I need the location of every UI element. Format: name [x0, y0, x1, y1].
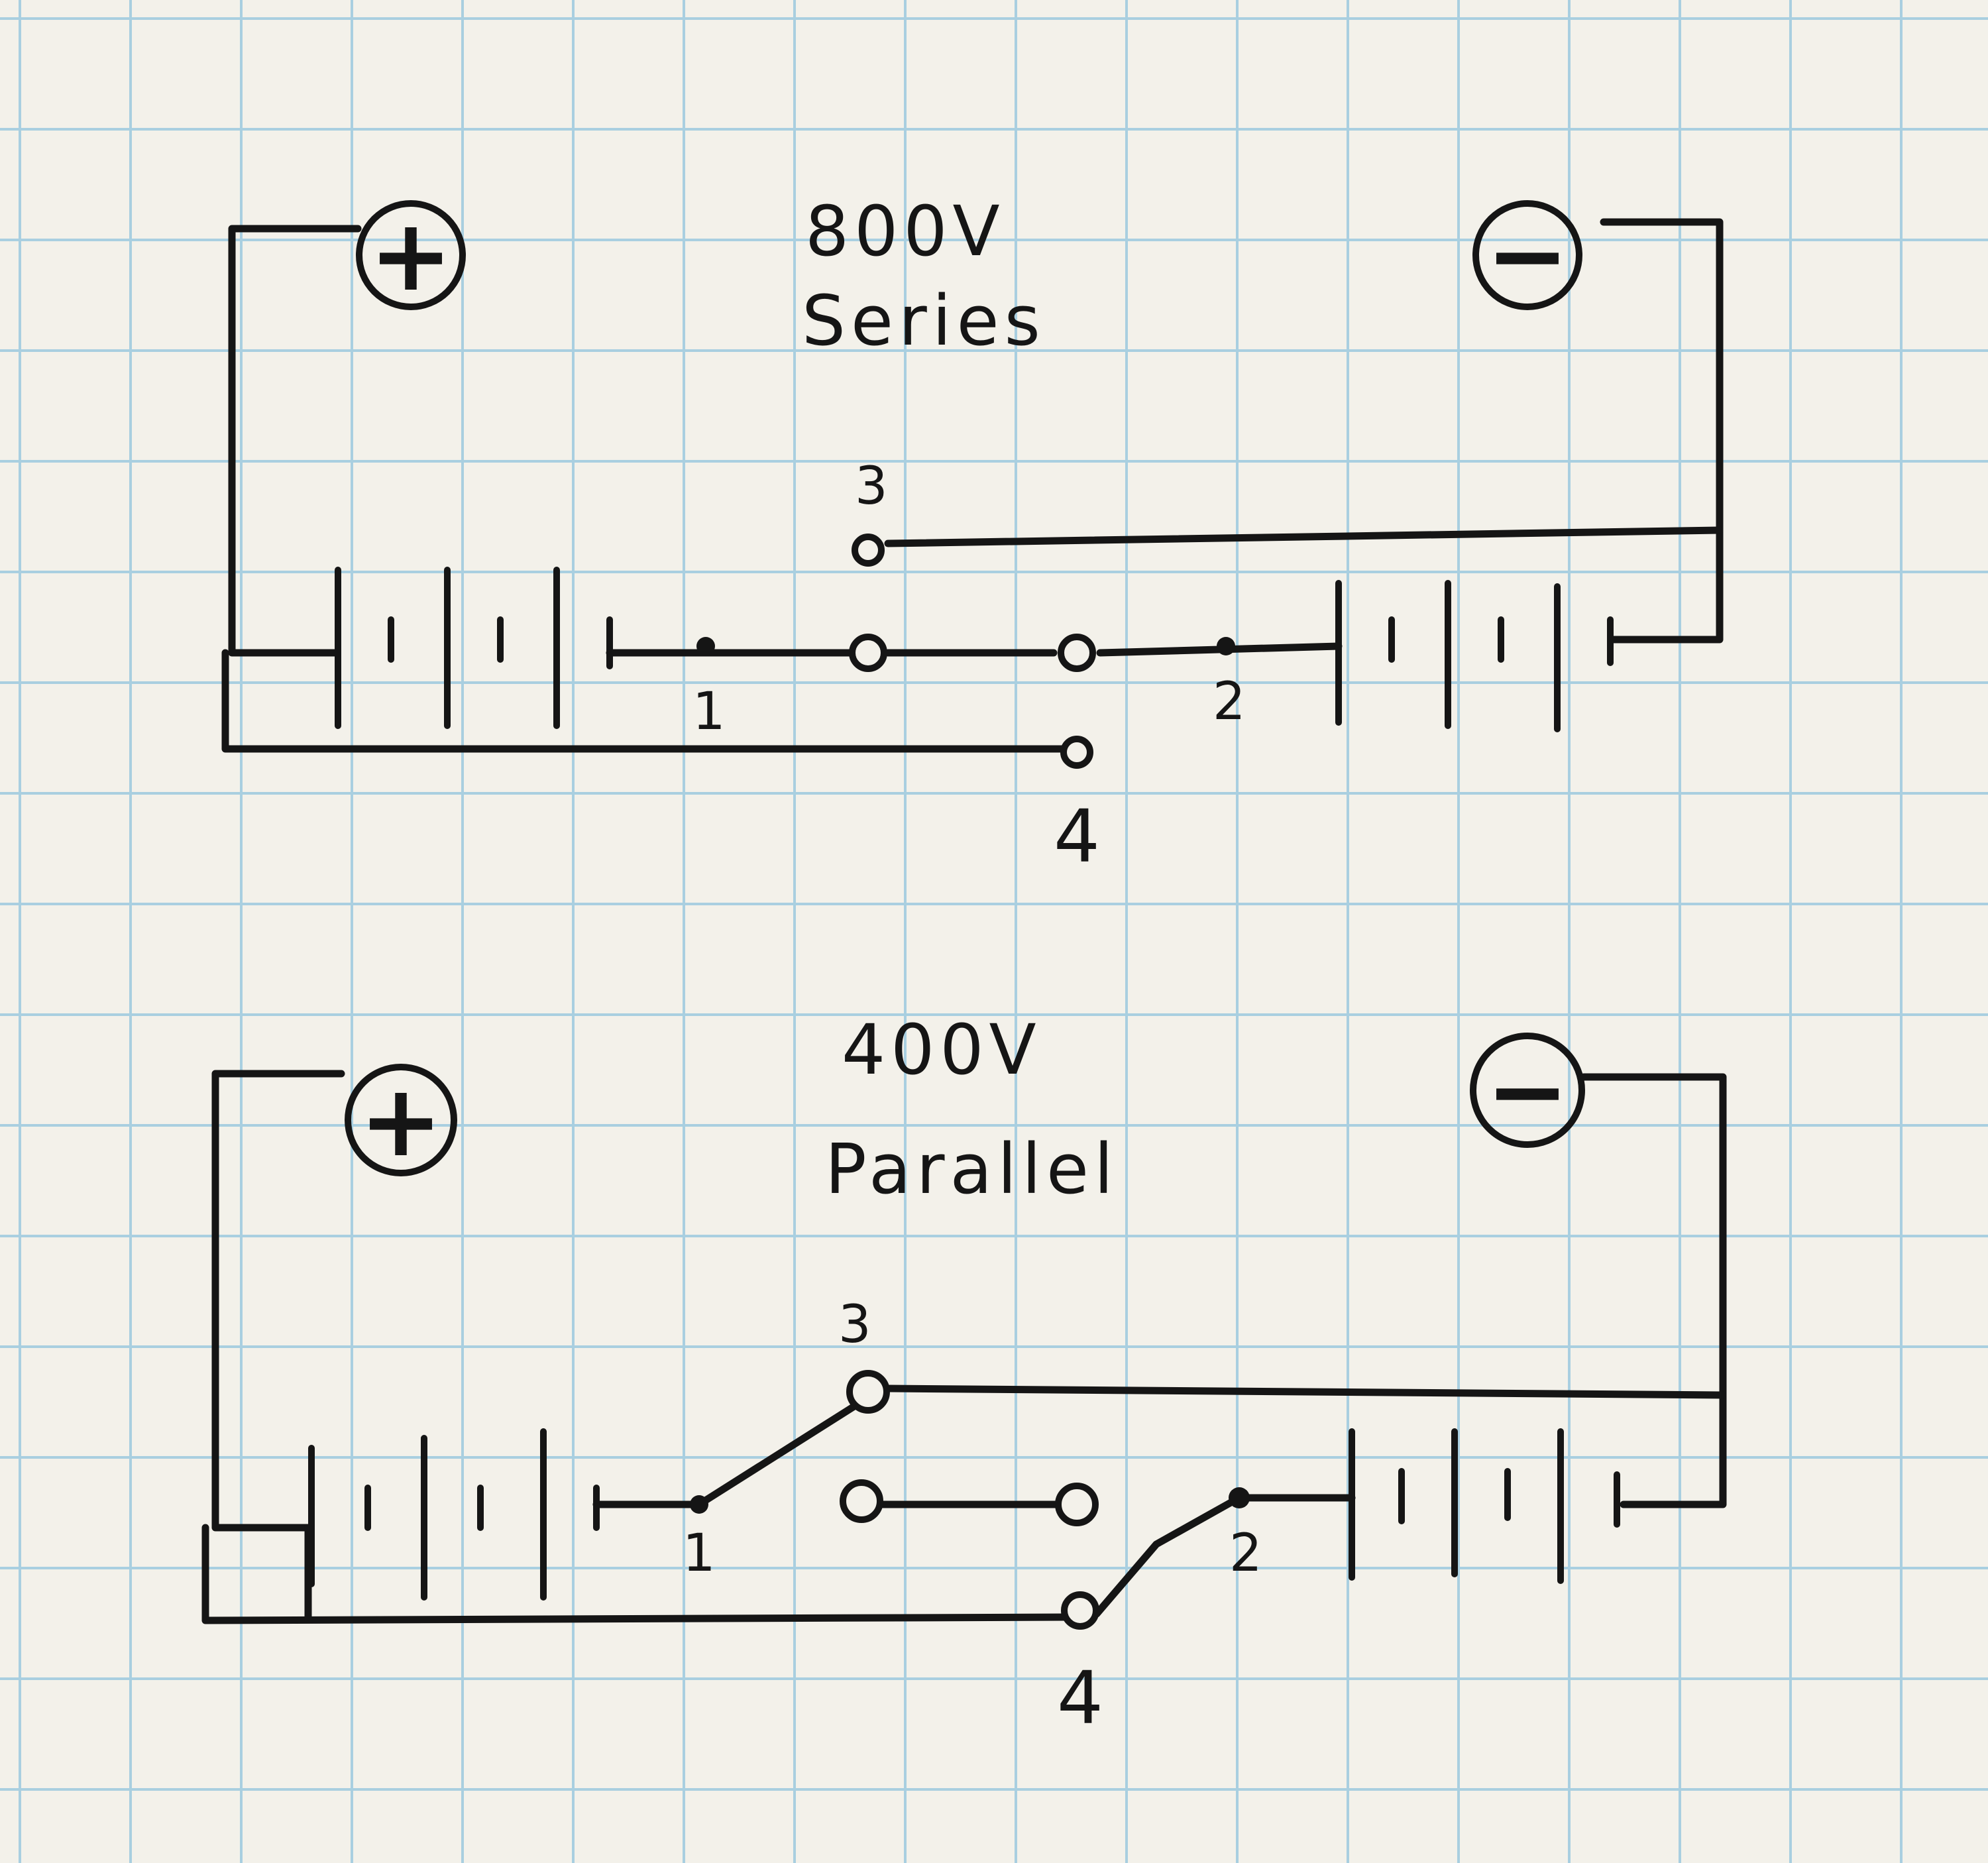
positive-symbol: + [359, 1064, 443, 1179]
positive-lead-wire [228, 225, 362, 657]
negative-symbol: − [1486, 198, 1569, 313]
series-diagram: 800V Series + − [221, 191, 1724, 879]
label-4: 4 [1054, 794, 1100, 879]
node-1 [696, 637, 715, 655]
switch-contact-right [1058, 634, 1096, 672]
switch-contact-right [1055, 1483, 1099, 1526]
switch-blade-2-to-4 [1093, 1494, 1243, 1618]
positive-terminal-icon [345, 1064, 457, 1176]
bottom-wire-to-4 [201, 1524, 1071, 1624]
switch-blade-1-to-3 [695, 1398, 865, 1508]
node-2 [1229, 1487, 1250, 1508]
switch-contact-3 [846, 1370, 890, 1414]
series-mode-label: Series [802, 280, 1046, 361]
left-battery-pack [335, 567, 613, 729]
series-voltage-label: 800V [805, 191, 1005, 272]
label-1: 1 [692, 682, 726, 742]
right-battery-pack [1349, 1428, 1620, 1584]
label-2: 2 [1213, 672, 1246, 732]
positive-terminal-icon [356, 200, 466, 310]
negative-terminal-icon [1470, 1033, 1585, 1148]
negative-symbol: − [1486, 1034, 1569, 1149]
negative-lead-wire [1600, 218, 1724, 644]
label-3: 3 [855, 457, 888, 516]
top-wire-from-3 [884, 526, 1724, 547]
node-1 [690, 1495, 708, 1514]
negative-terminal-icon [1472, 200, 1582, 310]
positive-symbol: + [369, 198, 453, 313]
label-3: 3 [838, 1295, 871, 1355]
switch-contact-3 [852, 534, 885, 567]
parallel-voltage-label: 400V [842, 1009, 1042, 1090]
switch-contact-left [849, 634, 887, 672]
left-battery-pack [308, 1428, 600, 1601]
positive-lead-wire [211, 1070, 345, 1532]
negative-lead-wire [1580, 1073, 1727, 1508]
label-4: 4 [1057, 1656, 1103, 1740]
label-2: 2 [1229, 1524, 1262, 1583]
switch-contact-4 [1061, 1591, 1099, 1630]
switch-contact-left [840, 1479, 883, 1523]
bottom-wire-to-4 [221, 649, 1077, 753]
label-1: 1 [683, 1524, 716, 1583]
top-wire-from-3 [884, 1384, 1727, 1399]
parallel-diagram: 400V Parallel + − [201, 1009, 1727, 1740]
right-battery-pack [1335, 580, 1614, 732]
switch-contact-4 [1060, 736, 1093, 769]
parallel-mode-label: Parallel [825, 1129, 1119, 1210]
node-2 [1217, 637, 1235, 655]
